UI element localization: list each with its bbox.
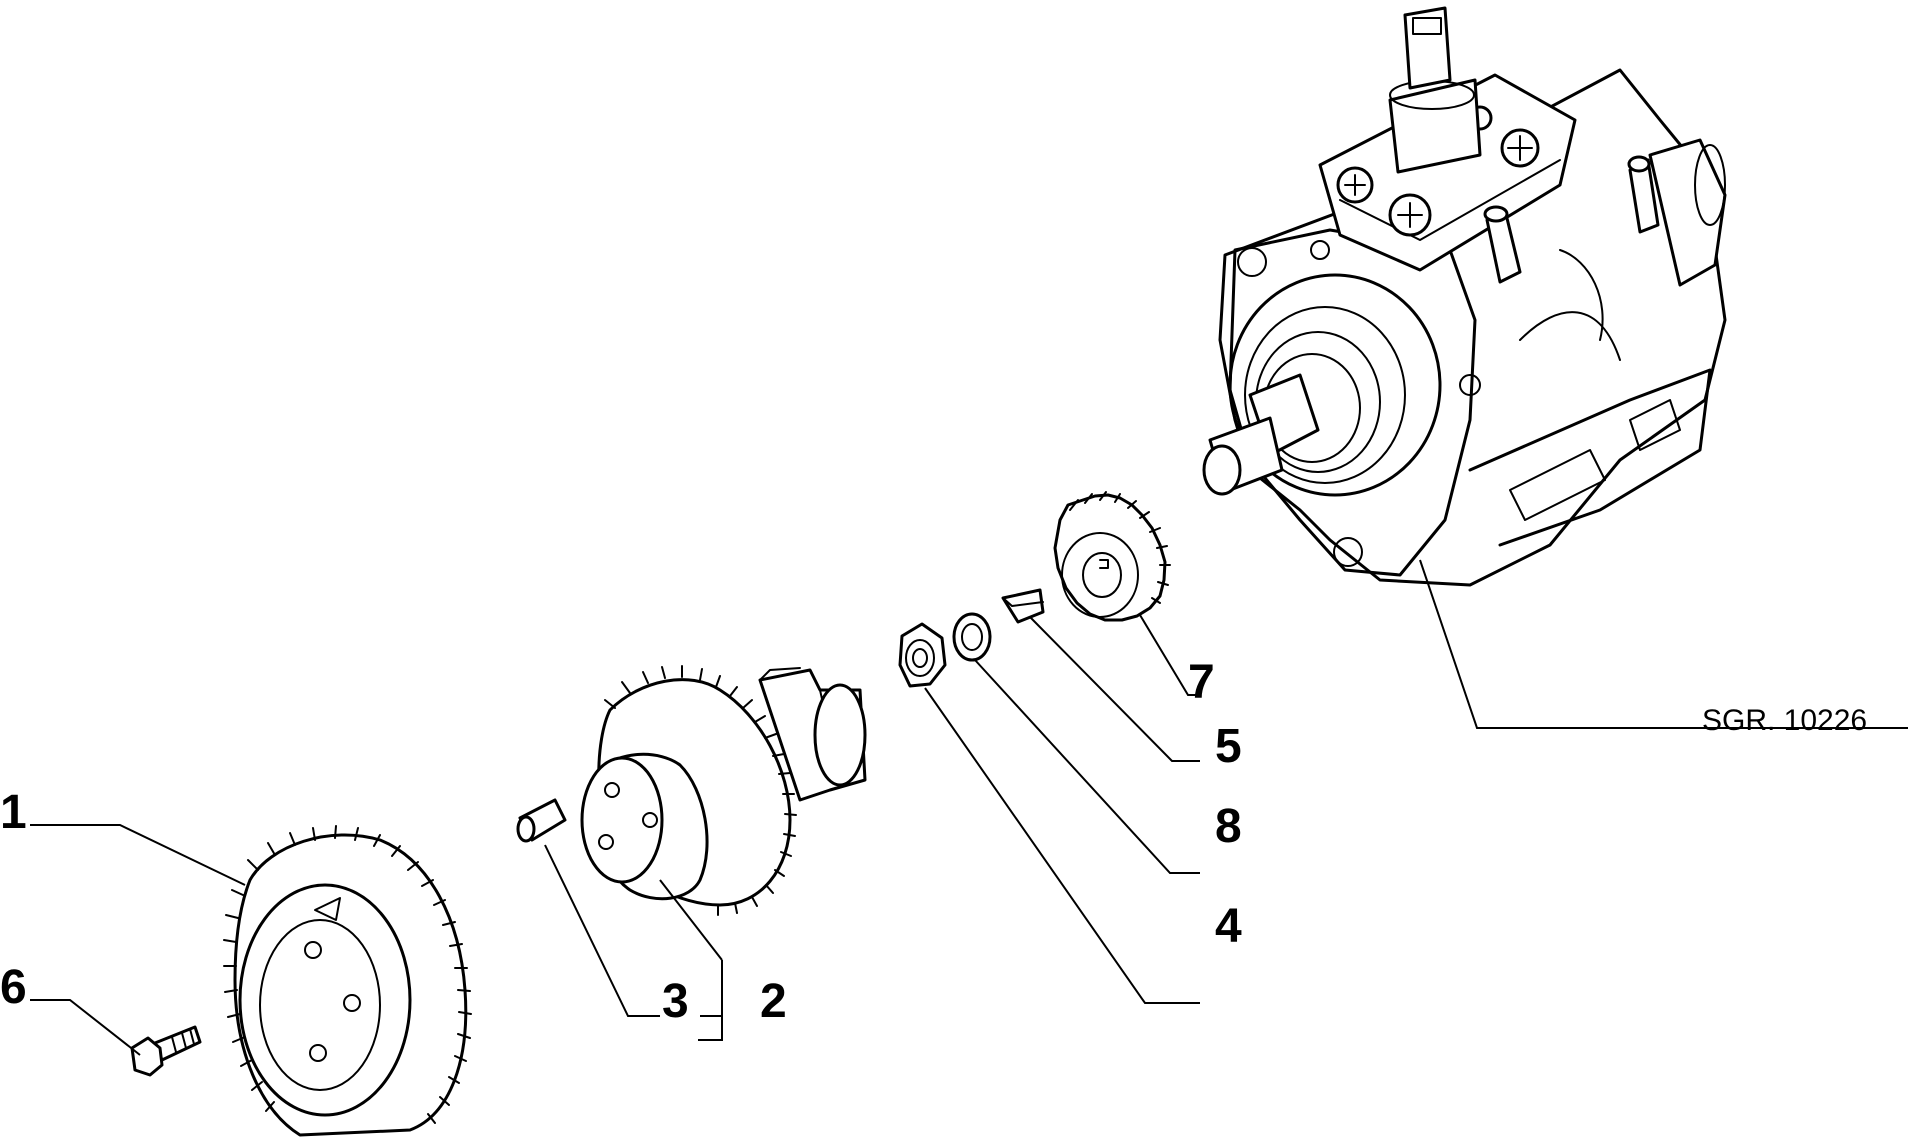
callout-labels: 1 6 3 2 4 8 5 7 SGR. 10226	[0, 656, 1867, 1028]
leader-1	[30, 824, 246, 886]
callout-7: 7	[1188, 656, 1215, 709]
pump-assembly	[1202, 6, 1727, 587]
part-1-drive-gear	[223, 825, 472, 1137]
leader-ref	[1419, 559, 1908, 729]
callout-3: 3	[662, 975, 689, 1028]
leader-5	[1029, 616, 1200, 762]
part-3-dowel-pin	[516, 798, 567, 843]
part-6-bolt	[130, 1025, 202, 1077]
callout-6: 6	[0, 961, 27, 1014]
leader-7	[1139, 614, 1200, 696]
callout-2: 2	[760, 975, 787, 1028]
part-7-pump-gear	[1053, 491, 1171, 622]
callout-8: 8	[1215, 800, 1242, 853]
reference-code: SGR. 10226	[1702, 704, 1867, 737]
callout-1: 1	[0, 786, 27, 839]
part-4-hex-nut	[898, 622, 947, 688]
part-2-intermediate-gear-shaft	[580, 665, 867, 916]
part-8-washer	[952, 612, 992, 662]
leader-8	[974, 659, 1200, 874]
part-5-woodruff-key	[1001, 588, 1045, 624]
leader-2-bracket	[698, 1015, 723, 1041]
leader-2	[659, 879, 723, 1016]
callout-5: 5	[1215, 720, 1242, 773]
leader-3	[544, 844, 660, 1017]
leader-lines	[30, 559, 1908, 1056]
callout-4: 4	[1215, 900, 1242, 953]
leader-6	[30, 999, 141, 1056]
leader-4	[924, 687, 1200, 1004]
